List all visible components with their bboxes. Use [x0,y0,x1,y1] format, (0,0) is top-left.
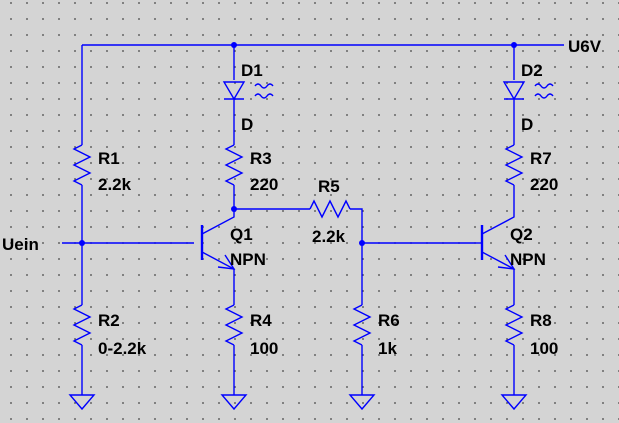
ground-symbol [348,394,376,411]
r8-name: R8 [530,311,552,330]
q1-value: NPN [230,250,266,269]
wire [350,208,363,305]
r7-value: 220 [530,175,558,194]
supply-label: U6V [568,37,602,56]
transistor-q1-collector [201,209,235,235]
q1-name: Q1 [230,225,253,244]
d1-value: D [241,115,253,134]
r6-value: 1k [378,339,397,358]
r3-value: 220 [250,175,278,194]
r5-value: 2.2k [312,227,346,246]
transistor-q2-collector [481,209,515,235]
r4-name: R4 [250,311,272,330]
light-emission-icon [254,83,274,99]
r4-value: 100 [250,339,278,358]
resistor-r7 [504,144,524,186]
diode-d2 [502,81,526,101]
r1-value: 2.2k [98,175,132,194]
ground-symbol [68,394,96,411]
resistor-r5 [309,199,351,219]
ground-symbol [500,394,528,411]
light-emission-icon [534,83,554,99]
q2-value: NPN [510,250,546,269]
q2-name: Q2 [510,225,533,244]
resistor-r1 [72,144,92,186]
r8-value: 100 [530,339,558,358]
junction [79,240,85,246]
emitter-arrow-icon [217,254,236,270]
d2-value: D [521,115,533,134]
r2-value: 0-2.2k [98,339,147,358]
r7-name: R7 [530,149,552,168]
r1-name: R1 [98,149,120,168]
resistor-r3 [224,144,244,186]
resistor-r2 [72,304,92,346]
emitter-arrow-icon [497,254,516,270]
resistor-r6 [352,304,372,346]
r2-name: R2 [98,311,120,330]
resistor-r8 [504,304,524,346]
resistor-r4 [224,304,244,346]
r6-name: R6 [378,311,400,330]
r5-name: R5 [318,177,340,196]
input-label: Uein [2,235,39,254]
r3-name: R3 [250,149,272,168]
ground-symbol [220,394,248,411]
d1-name: D1 [241,61,263,80]
diode-d1 [222,81,246,101]
d2-name: D2 [521,61,543,80]
